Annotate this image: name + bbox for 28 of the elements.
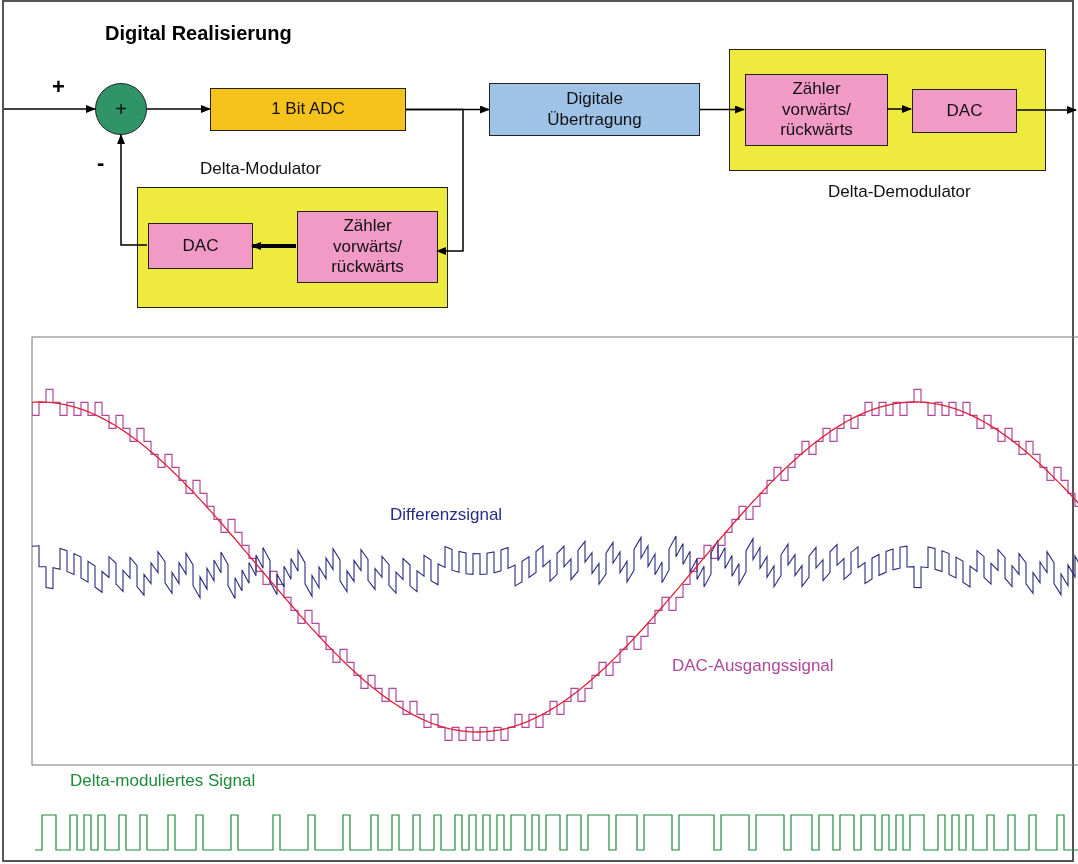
arrow xyxy=(886,105,912,113)
block-label: DAC xyxy=(946,100,983,122)
block-label: Digitale Übertragung xyxy=(546,89,643,130)
signal-label: Delta-moduliertes Signal xyxy=(70,771,256,791)
dac-block xyxy=(912,89,1017,133)
plus-sign: + xyxy=(115,97,127,121)
block-label: Zähler vorwärts/ rückwärts xyxy=(330,216,405,278)
arrow xyxy=(146,105,211,113)
block-label: DAC xyxy=(182,235,219,257)
group-heading: Delta-Demodulator xyxy=(828,182,971,202)
arrow xyxy=(3,105,96,113)
dac-block xyxy=(148,223,253,269)
block-label: Zähler vorwärts/ rückwärts xyxy=(779,79,854,141)
thick-arrow xyxy=(251,242,296,250)
counter-block xyxy=(297,211,438,283)
counter-block xyxy=(745,74,888,146)
group-heading: Delta-Modulator xyxy=(200,159,321,179)
adc-block xyxy=(210,88,406,131)
arrow xyxy=(699,105,745,114)
summing-circle xyxy=(95,83,147,135)
arrow xyxy=(117,134,148,246)
arrow xyxy=(1015,106,1077,114)
signal-label: Differenzsignal xyxy=(390,505,503,525)
arrow xyxy=(405,108,464,255)
block-label: 1 Bit ADC xyxy=(271,99,345,120)
diagram-title: Digital Realisierung xyxy=(105,22,292,45)
signal-label: DAC-Ausgangssignal xyxy=(672,656,834,676)
transmission-block xyxy=(489,83,700,136)
